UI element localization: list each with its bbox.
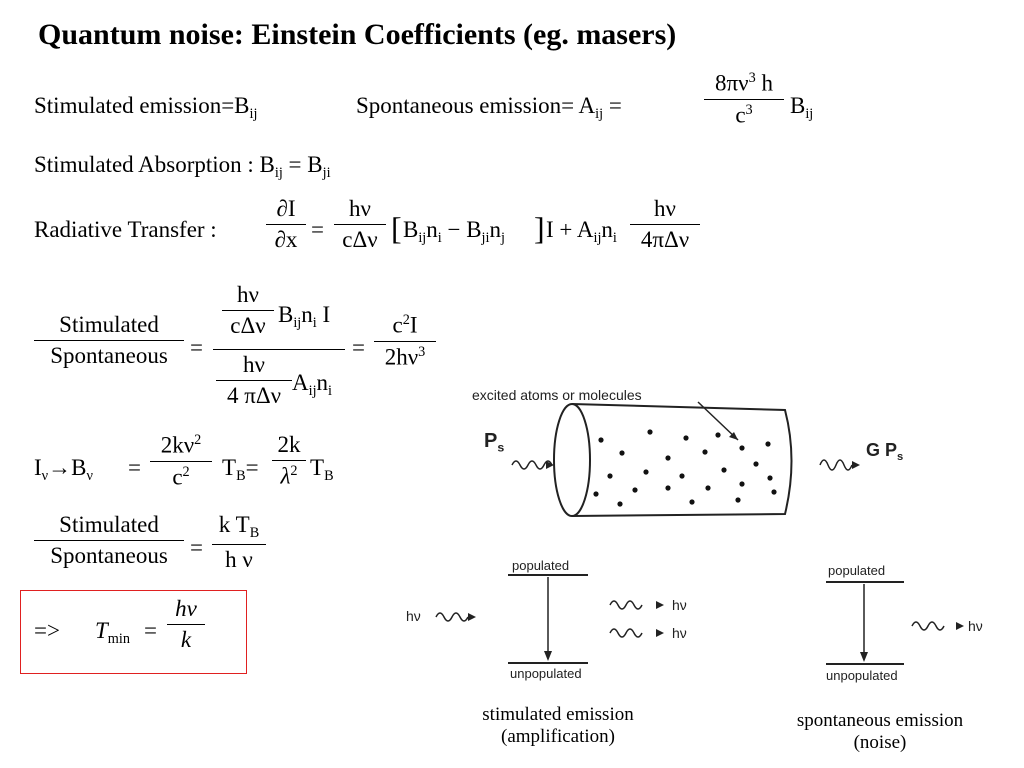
excited-atoms-label: excited atoms or molecules: [472, 387, 642, 403]
hv-out-label-right: hν: [968, 618, 983, 634]
outgoing-photon-wave-2: [609, 628, 643, 638]
fraction-bar: [704, 98, 784, 100]
atom-dots: [593, 429, 777, 507]
b-ij-n-i-term: Bijni I: [278, 302, 331, 331]
unpopulated-label-right: unpopulated: [826, 668, 898, 683]
bracket-open: [: [391, 210, 402, 246]
eq-sign: =: [144, 618, 157, 643]
output-arrowhead-icon: [852, 461, 860, 469]
fraction-denominator: c3: [735, 101, 753, 128]
label-pointer: [697, 401, 739, 441]
spontaneous-emission-caption: spontaneous emission(noise): [796, 710, 964, 753]
populated-label-right: populated: [828, 563, 886, 578]
b-ij-term: Bij: [790, 93, 814, 122]
outgoing-photon-wave-1: [609, 600, 643, 610]
bracket-contents: Bijni − Bjinj: [403, 217, 505, 246]
emitted-arrowhead-icon: [956, 622, 964, 630]
spontaneous-emission-eq: Spontaneous emission= Aij =: [356, 93, 622, 123]
intensity-limit: Iν→Bν: [34, 455, 93, 484]
stimulated-absorption-eq: Stimulated Absorption : Bij = Bji: [34, 152, 331, 181]
unpopulated-label-left: unpopulated: [510, 666, 582, 681]
hv-out-label-1: hν: [672, 597, 687, 613]
stim-label: Stimulated emission=B: [34, 93, 250, 118]
stimulated-emission-eq: Stimulated emission=Bij: [34, 93, 257, 123]
stimulated-emission-diagram: [435, 574, 664, 664]
bracket-close: ]: [534, 210, 545, 246]
gps-label: G Ps: [866, 440, 904, 463]
incoming-arrowhead-icon: [468, 613, 476, 621]
slide-title: Quantum noise: Einstein Coefficients (eg…: [38, 18, 677, 51]
outgoing-arrowhead-2-icon: [656, 629, 664, 637]
main-fraction-bar: [213, 349, 345, 350]
eq-sign: =: [352, 335, 365, 360]
emission-term: I + Aijni: [546, 217, 617, 246]
tb-term-2: TB: [310, 455, 334, 484]
incoming-photon-wave: [435, 612, 469, 622]
tmin-term: Tmin: [95, 618, 130, 647]
maser-tube-figure: [511, 401, 860, 517]
transition-arrowhead-icon: [860, 652, 868, 662]
hv-in-label: hν: [406, 608, 421, 624]
radiative-transfer-label: Radiative Transfer :: [34, 217, 217, 242]
spont-label: Spontaneous emission= A: [356, 93, 596, 118]
populated-label-left: populated: [512, 558, 570, 573]
kt-over-hv: k TB h ν: [212, 512, 266, 573]
eq-sign: =: [608, 93, 622, 118]
eq-sign: =: [190, 335, 203, 360]
emitted-photon-wave: [911, 621, 945, 631]
outgoing-arrowhead-1-icon: [656, 601, 664, 609]
eq-sign: =: [128, 455, 141, 480]
partial-derivative-fraction: ∂I∂x: [266, 196, 306, 253]
input-wave: [511, 460, 553, 470]
einstein-a-fraction: 8πν3 h c3: [704, 70, 784, 128]
eq-sign: =: [190, 535, 203, 560]
ps-label: Ps: [484, 430, 505, 455]
transition-arrowhead-icon: [544, 651, 552, 661]
c2i-over-2hv3: c2I 2hν3: [374, 312, 436, 370]
rayleigh-jeans-fraction: 2kν2 c2: [150, 432, 212, 490]
a-ij-n-i-term: Aijni: [292, 370, 333, 399]
tube-body: [571, 403, 793, 517]
tb-term: TB=: [222, 455, 259, 484]
fraction-numerator: 8πν3 h: [715, 70, 773, 96]
tmin-result-box: [20, 590, 247, 674]
ij-sub: ij: [595, 105, 604, 122]
output-wave: [819, 459, 853, 471]
implies-arrow: =>: [34, 618, 60, 643]
spontaneous-emission-diagram: [826, 581, 964, 665]
pointer-arrowhead-icon: [729, 432, 738, 440]
stimulated-emission-caption: stimulated emission(amplification): [482, 704, 634, 747]
ij-sub: ij: [249, 105, 258, 122]
input-arrowhead-icon: [546, 461, 554, 469]
tube-left-end: [553, 403, 591, 517]
hv-out-label-2: hν: [672, 625, 687, 641]
eq-sign: =: [311, 217, 324, 242]
2k-over-lambda2: 2k λ2: [272, 432, 306, 490]
